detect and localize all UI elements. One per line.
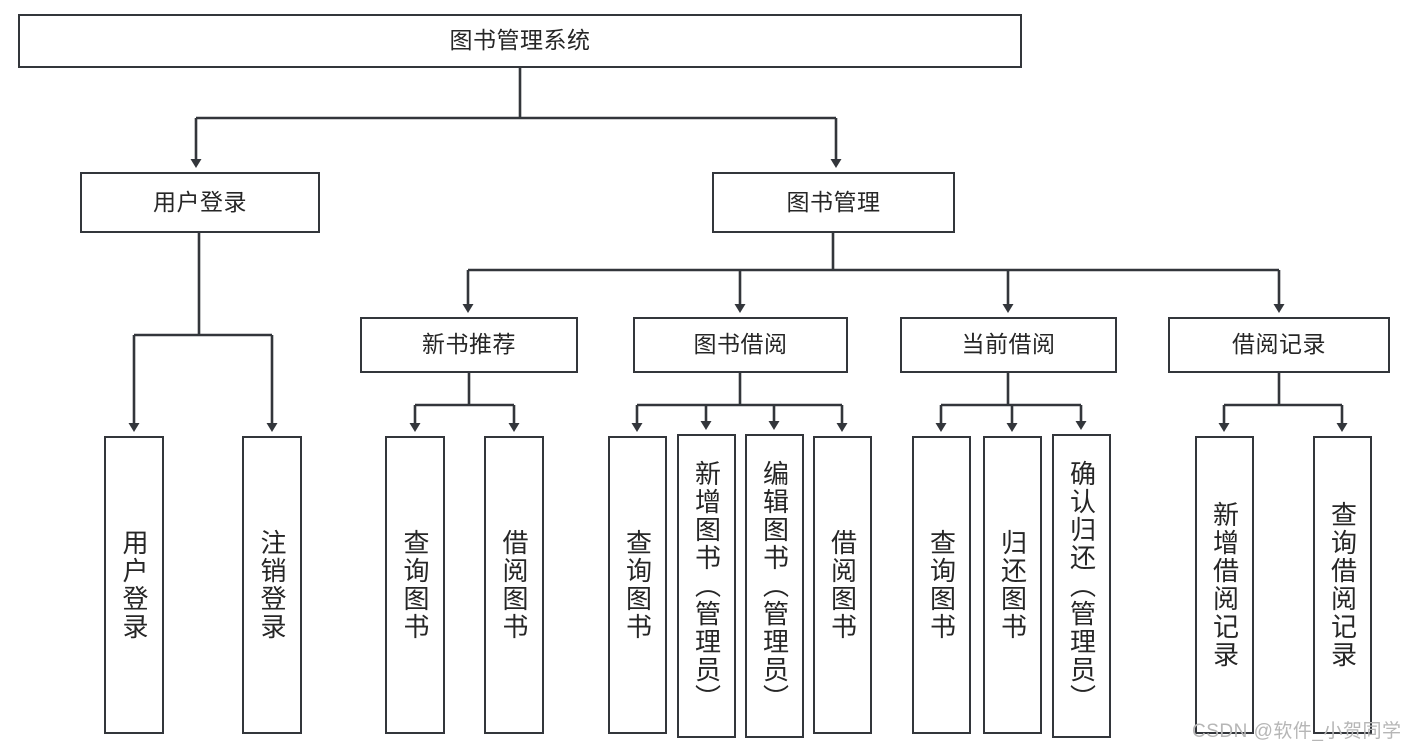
node-leaf-return-book[interactable]: 归还图书 — [983, 436, 1042, 734]
node-leaf-user-login-label: 用户登录 — [119, 529, 149, 641]
node-leaf-confirm-return[interactable]: 确认归还（管理员） — [1052, 434, 1111, 738]
node-leaf-edit-book[interactable]: 编辑图书（管理员） — [745, 434, 804, 738]
node-leaf-user-login[interactable]: 用户登录 — [104, 436, 164, 734]
csdn-watermark: CSDN @软件_小贺同学 — [1192, 721, 1402, 742]
node-leaf-query-book-rec[interactable]: 查询图书 — [385, 436, 445, 734]
node-user-login-label: 用户登录 — [153, 188, 247, 215]
node-book-borrow[interactable]: 图书借阅 — [633, 317, 848, 373]
node-leaf-edit-book-label: 编辑图书（管理员） — [759, 460, 790, 712]
node-leaf-query-record-label: 查询借阅记录 — [1327, 501, 1358, 669]
node-current-borrow-label: 当前借阅 — [961, 331, 1056, 358]
node-root[interactable]: 图书管理系统 — [18, 14, 1022, 68]
node-leaf-logout-label: 注销登录 — [257, 529, 287, 641]
node-current-borrow[interactable]: 当前借阅 — [900, 317, 1117, 373]
node-leaf-confirm-return-label: 确认归还（管理员） — [1066, 460, 1097, 712]
node-borrow-record-label: 借阅记录 — [1232, 331, 1326, 358]
node-leaf-return-book-label: 归还图书 — [997, 529, 1028, 641]
node-leaf-query-book-borrow[interactable]: 查询图书 — [608, 436, 667, 734]
node-leaf-borrow-book-rec[interactable]: 借阅图书 — [484, 436, 544, 734]
node-book-manage[interactable]: 图书管理 — [712, 172, 955, 233]
node-leaf-query-book-current[interactable]: 查询图书 — [912, 436, 971, 734]
node-leaf-add-record-label: 新增借阅记录 — [1209, 501, 1240, 669]
node-book-borrow-label: 图书借阅 — [693, 331, 788, 358]
node-new-book-recommend[interactable]: 新书推荐 — [360, 317, 578, 373]
node-leaf-borrow-book-rec-label: 借阅图书 — [499, 529, 529, 641]
node-leaf-add-book[interactable]: 新增图书（管理员） — [677, 434, 736, 738]
node-leaf-add-record[interactable]: 新增借阅记录 — [1195, 436, 1254, 734]
node-leaf-query-book-rec-label: 查询图书 — [400, 529, 430, 641]
node-root-label: 图书管理系统 — [449, 27, 591, 54]
node-user-login[interactable]: 用户登录 — [80, 172, 320, 233]
node-leaf-add-book-label: 新增图书（管理员） — [691, 460, 722, 712]
node-leaf-query-book-current-label: 查询图书 — [926, 529, 957, 641]
node-leaf-borrow-book-label: 借阅图书 — [827, 529, 858, 641]
node-leaf-logout[interactable]: 注销登录 — [242, 436, 302, 734]
node-leaf-query-record[interactable]: 查询借阅记录 — [1313, 436, 1372, 734]
node-new-book-recommend-label: 新书推荐 — [422, 331, 516, 358]
node-borrow-record[interactable]: 借阅记录 — [1168, 317, 1390, 373]
node-book-manage-label: 图书管理 — [786, 188, 881, 215]
node-leaf-query-book-borrow-label: 查询图书 — [622, 529, 653, 641]
node-leaf-borrow-book[interactable]: 借阅图书 — [813, 436, 872, 734]
